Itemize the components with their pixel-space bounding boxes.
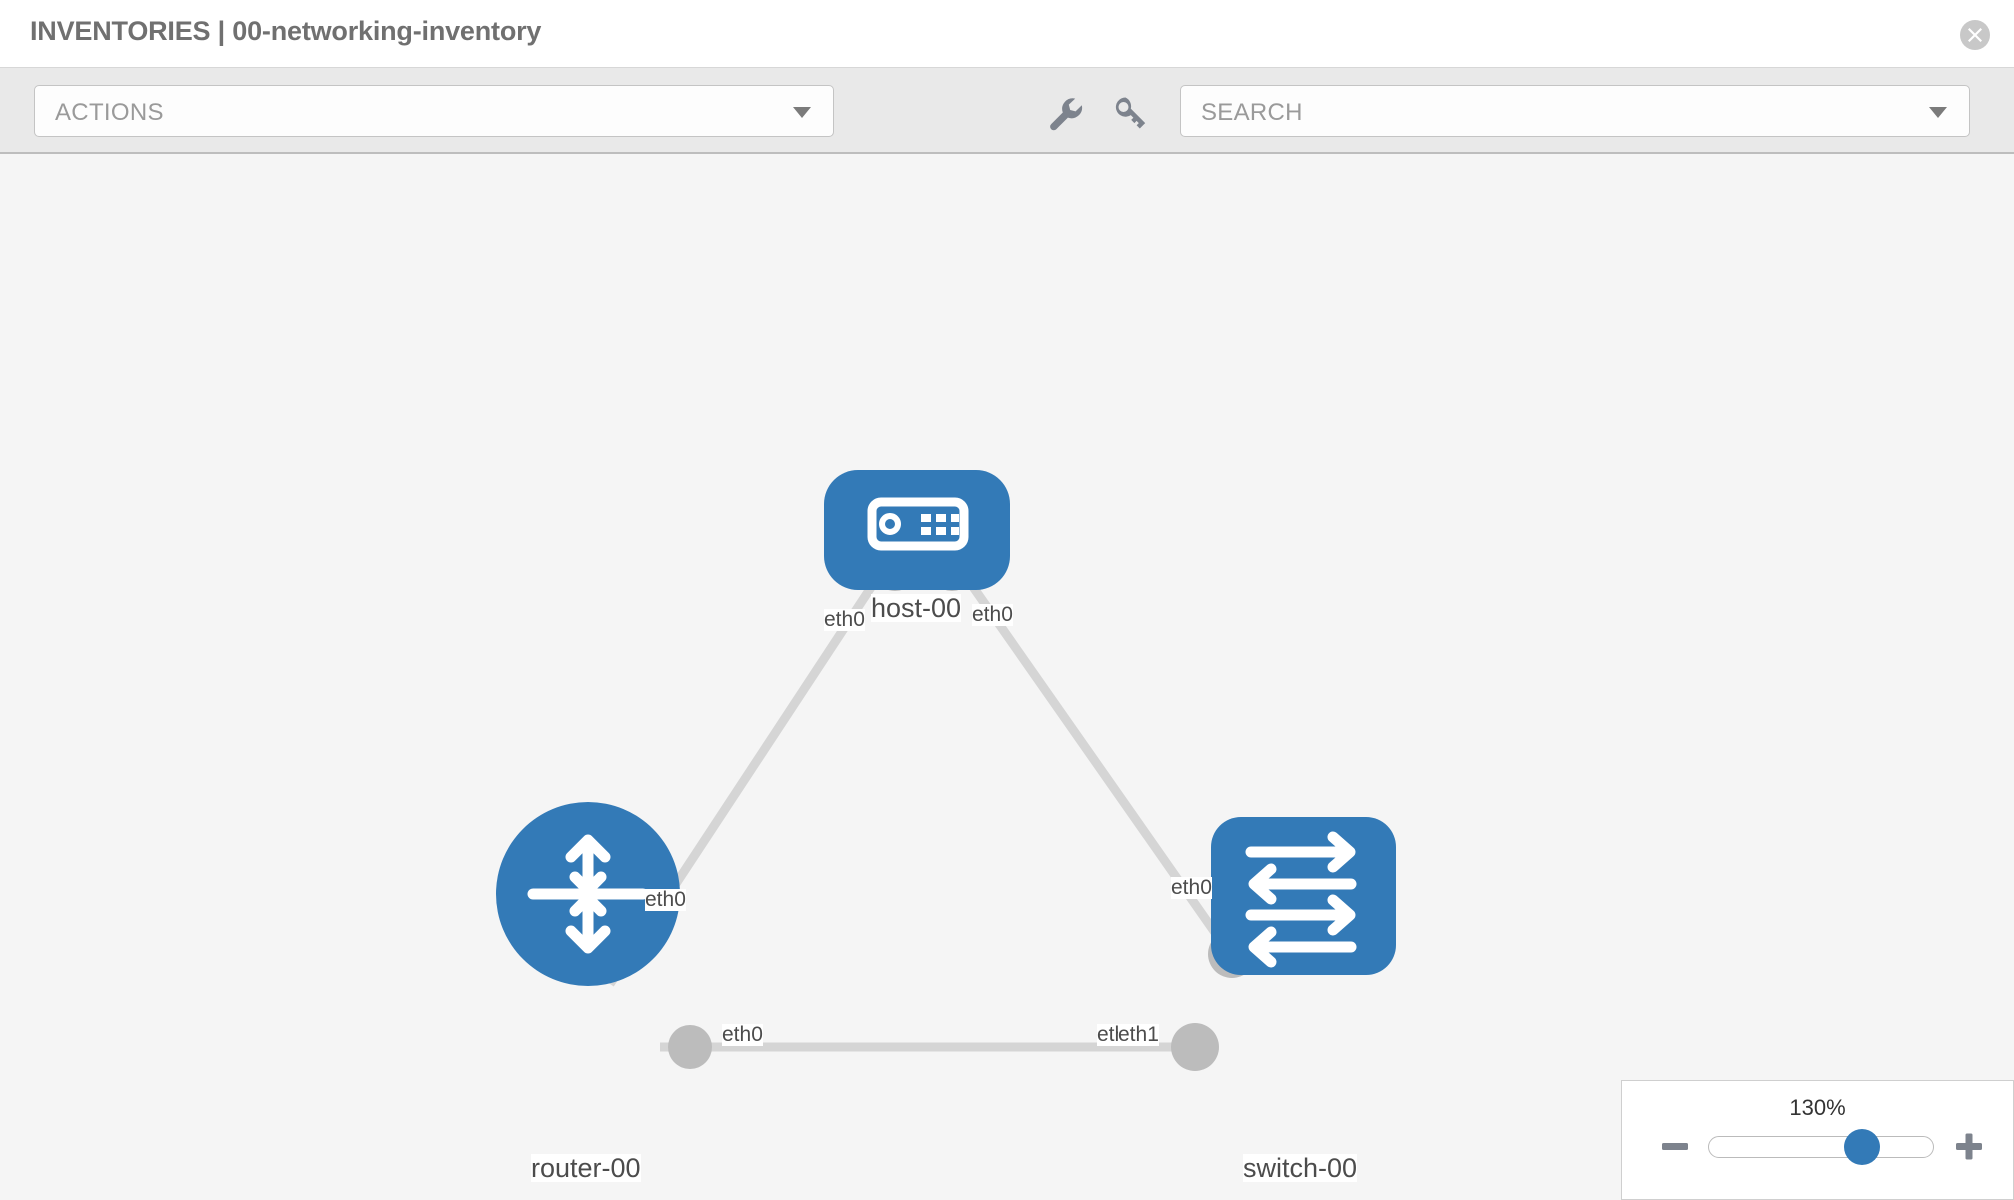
edge-label-host00-router00: eth0 (824, 608, 865, 632)
switch-arrows-icon (1245, 831, 1357, 968)
zoom-out-button[interactable] (1658, 1129, 1692, 1163)
edge-label-router00-uplink: eth0 (645, 888, 686, 912)
node-label-host-00: host-00 (871, 593, 962, 623)
edge-label-router00-eth0: eth0 (722, 1023, 763, 1047)
connector-switch00-left (1171, 1023, 1219, 1071)
topology-connectors (668, 547, 1256, 1071)
edge-label-switch00-uplink: eth0 (1171, 876, 1212, 900)
page-title: INVENTORIES | 00-networking-inventory (30, 16, 542, 46)
key-icon[interactable] (1108, 90, 1152, 134)
node-label-switch-00: switch-00 (1243, 1153, 1358, 1183)
edge-label-host00-switch00: eth0 (972, 603, 1013, 627)
wrench-icon[interactable] (1042, 90, 1086, 134)
topology-graph (496, 470, 1396, 1071)
node-switch-00 (1211, 817, 1396, 975)
node-host-00-shape (824, 470, 1010, 590)
actions-dropdown-label: ACTIONS (55, 99, 164, 126)
close-icon[interactable] (1960, 20, 1990, 50)
zoom-in-button[interactable] (1952, 1129, 1986, 1163)
router-arrows-icon (527, 834, 649, 954)
zoom-level-label: 130% (1789, 1095, 1846, 1120)
connector-router00-right (668, 1025, 712, 1069)
topology-edges (606, 551, 1234, 1052)
node-label-router-00: router-00 (531, 1153, 641, 1183)
server-icon (867, 497, 969, 551)
chevron-down-icon[interactable] (1929, 107, 1947, 118)
node-router-00 (496, 802, 680, 986)
chevron-down-icon (793, 107, 811, 118)
actions-dropdown[interactable]: ACTIONS (34, 85, 834, 137)
zoom-control-panel: 130% (1621, 1080, 2014, 1200)
search-placeholder: SEARCH (1201, 99, 1303, 126)
toolbar: ACTIONS SEARCH (0, 68, 2014, 154)
zoom-slider-track[interactable] (1708, 1136, 1934, 1158)
search-input[interactable]: SEARCH (1180, 85, 1970, 137)
topology-canvas[interactable]: eth0 eth0 eth0 eth0 eth0 eth0 eth1 host-… (0, 154, 2014, 1200)
node-host-00 (824, 470, 1010, 590)
zoom-slider-handle[interactable] (1843, 1129, 1880, 1165)
edge-label-switch00-eth1: eth1 (1118, 1023, 1159, 1047)
page-header: INVENTORIES | 00-networking-inventory (0, 0, 2014, 68)
